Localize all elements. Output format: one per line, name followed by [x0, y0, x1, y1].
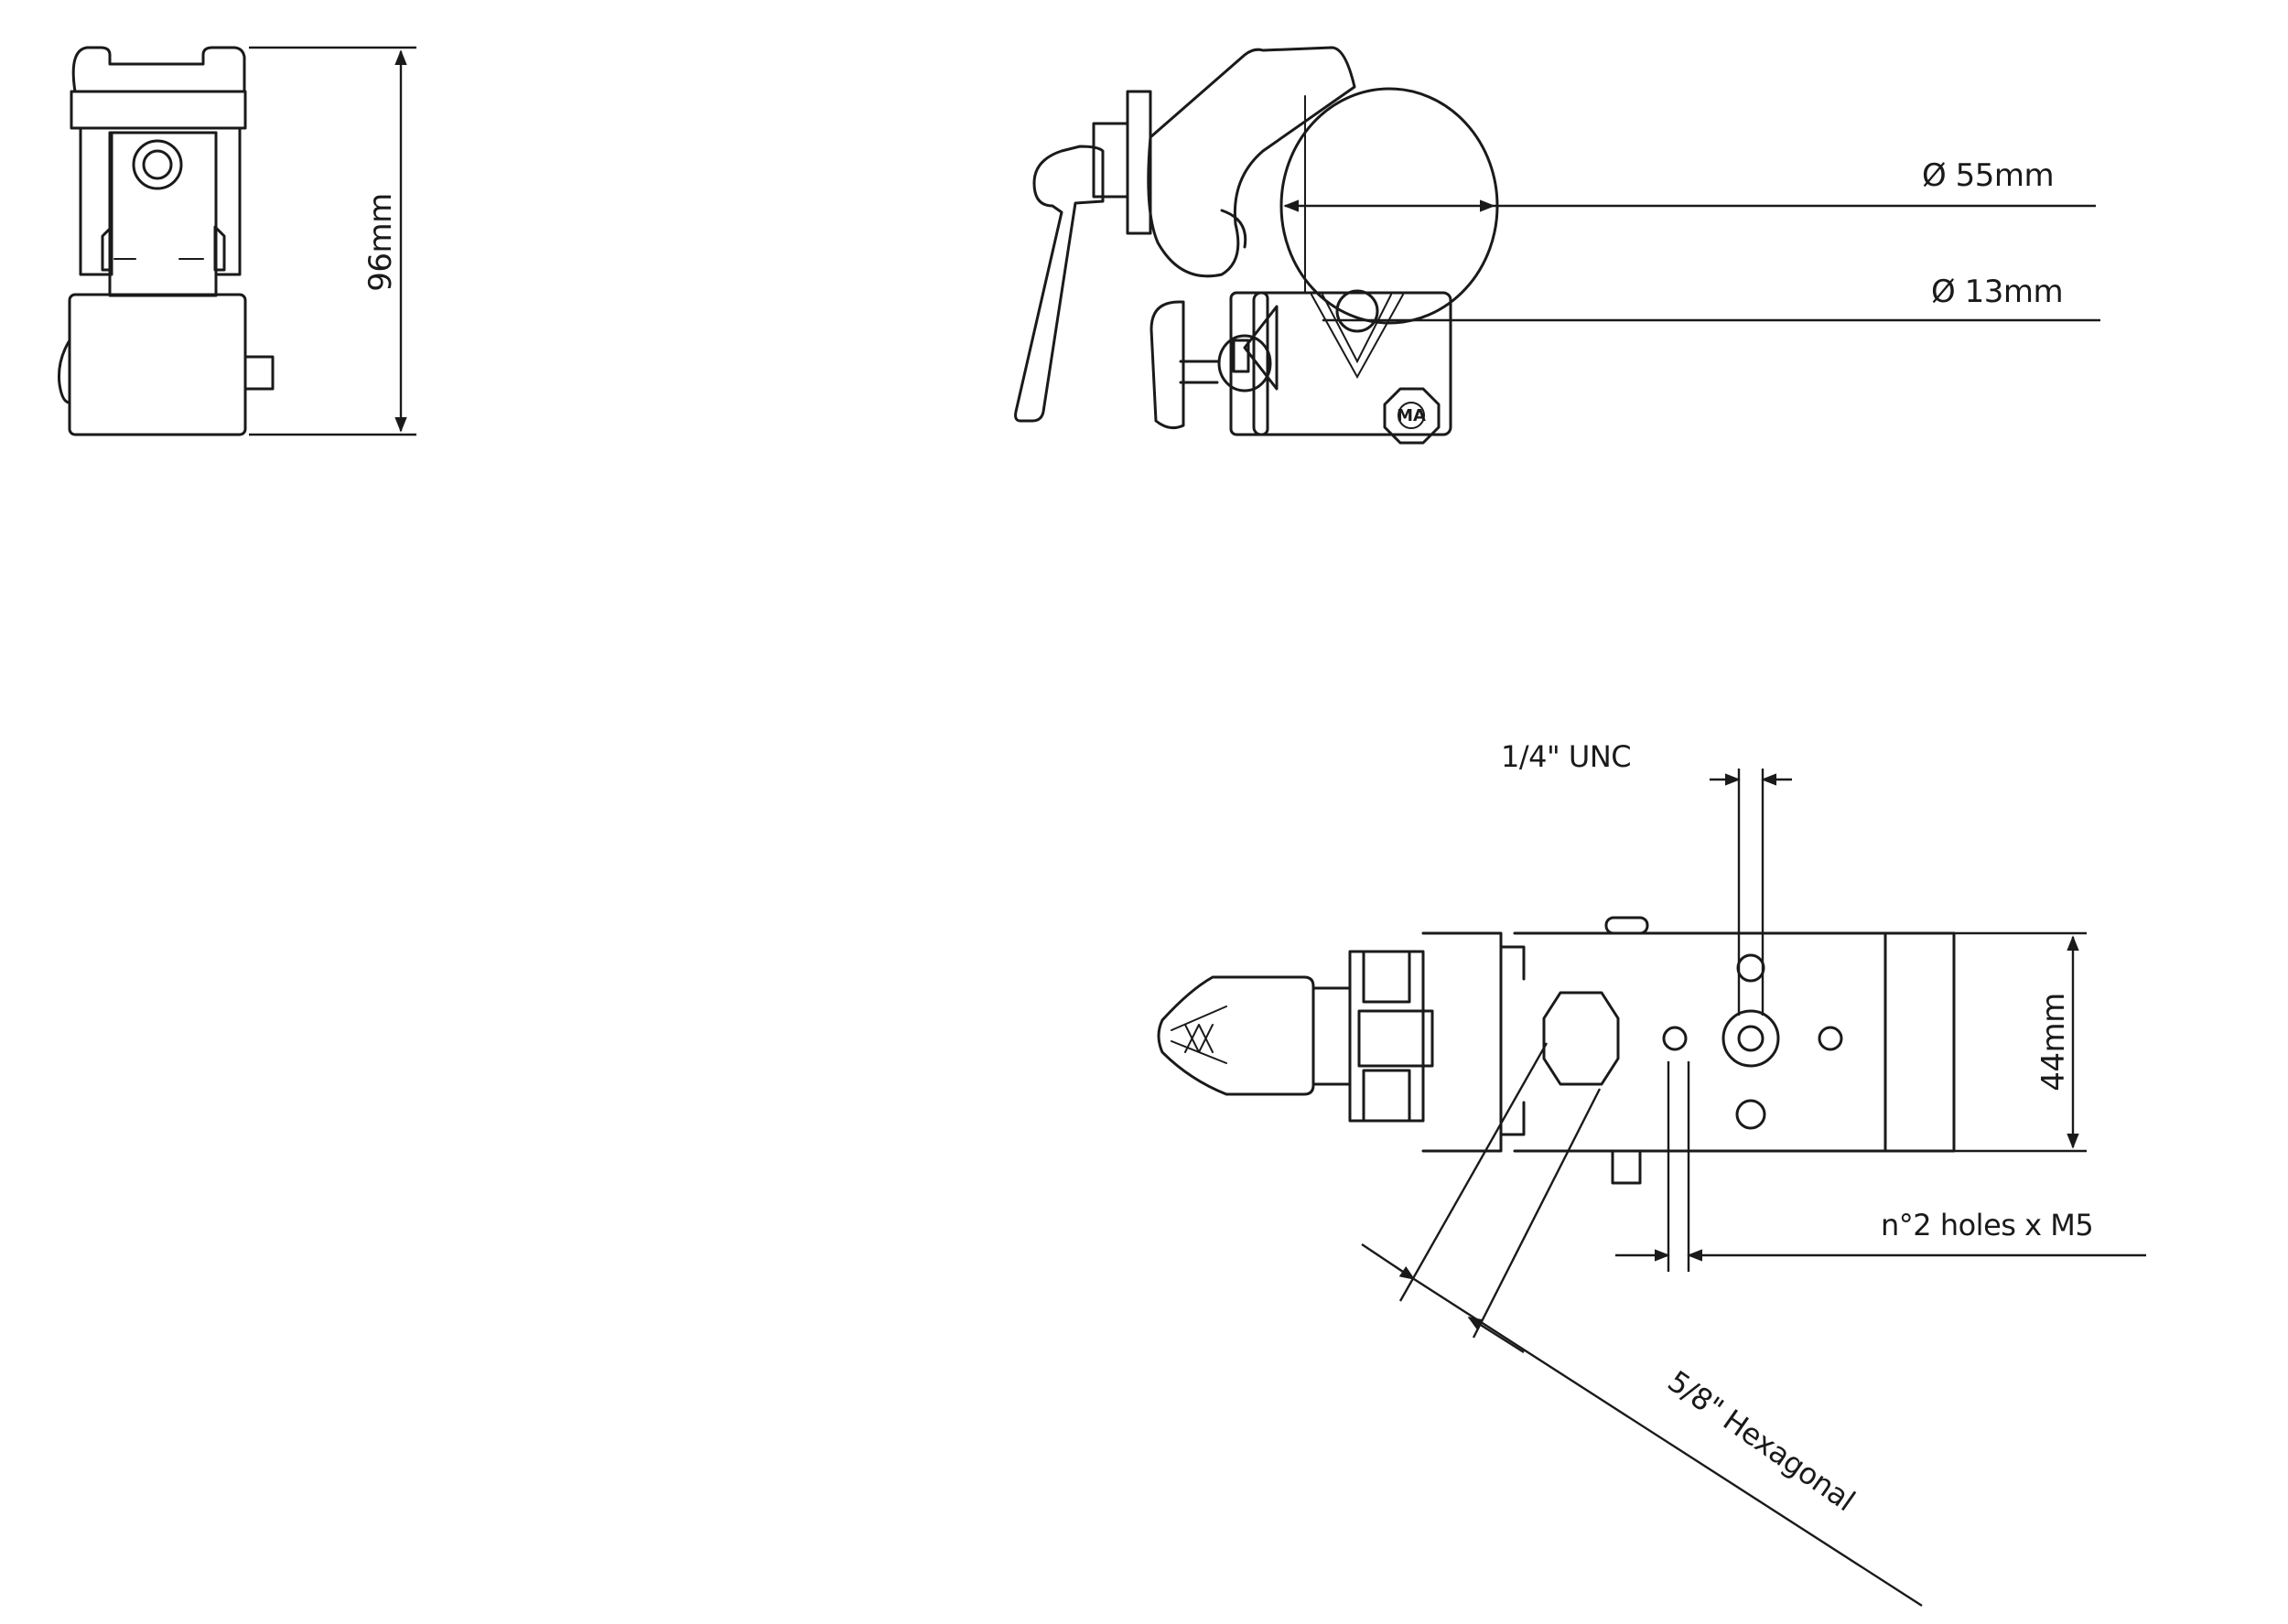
hex-label: 5/8" Hexagonal [1661, 1363, 1861, 1518]
holes-label: n°2 holes x M5 [1881, 1208, 2093, 1242]
front-view: 96mm [58, 46, 416, 436]
min-diameter-label: Ø 13mm [1931, 274, 2063, 310]
top-view: 1/4" UNC 44mm n°2 holes x M5 5/8" Hexago… [1157, 739, 2146, 1608]
side-view: MA Ø 55mm Ø 13mm [1014, 46, 2100, 445]
tube-diameter-label: Ø 55mm [1922, 157, 2054, 194]
front-height-label: 96mm [362, 193, 399, 292]
side-logo-text: MA [1397, 406, 1426, 425]
thread-label: 1/4" UNC [1501, 739, 1631, 774]
top-width-label: 44mm [2035, 993, 2072, 1092]
